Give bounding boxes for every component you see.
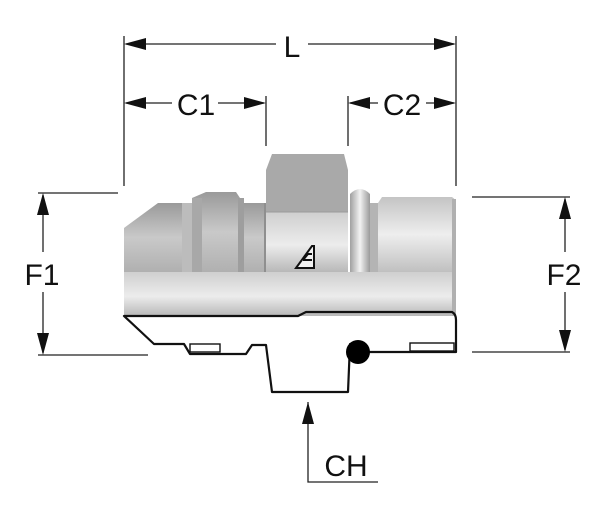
dimension-C2: C2 <box>348 89 456 122</box>
label-F2: F2 <box>546 259 581 292</box>
thread-end <box>124 203 182 272</box>
arrow-right-icon <box>434 97 456 109</box>
fitting-body <box>124 154 456 316</box>
arrow-left-icon <box>348 97 370 109</box>
hex-flat-top <box>266 154 348 212</box>
label-F1: F1 <box>24 259 59 292</box>
label-CH: CH <box>324 450 367 483</box>
label-L: L <box>284 31 301 64</box>
cross-section <box>122 310 458 394</box>
label-C1: C1 <box>177 89 215 122</box>
label-C2: C2 <box>383 89 421 122</box>
arrow-down-icon <box>559 330 571 352</box>
arrow-up-icon <box>37 193 49 215</box>
oring-bead <box>350 189 370 272</box>
arrow-left-icon <box>124 38 146 50</box>
right-end <box>378 197 456 272</box>
section-groove-right <box>409 342 455 352</box>
dimension-F1: F1 <box>24 193 60 355</box>
oring-section <box>346 340 370 364</box>
arrow-down-icon <box>37 333 49 355</box>
brand-logo-icon <box>294 245 315 269</box>
arrow-up-icon <box>559 197 571 219</box>
extension-lines <box>38 36 570 356</box>
section-groove-left <box>189 343 221 353</box>
dimension-L: L <box>124 31 456 64</box>
section-hatch <box>122 310 458 394</box>
dimension-CH: CH <box>302 402 378 483</box>
arrow-up-icon <box>302 402 314 424</box>
dimension-C1: C1 <box>124 89 266 122</box>
thread-collar <box>192 192 240 272</box>
arrow-right-icon <box>244 97 266 109</box>
arrow-left-icon <box>124 97 146 109</box>
dimension-F2: F2 <box>546 197 582 352</box>
arrow-right-icon <box>434 38 456 50</box>
